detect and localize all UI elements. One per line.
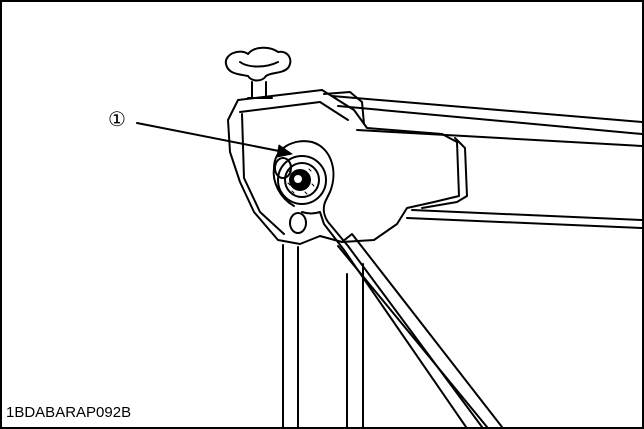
ring-spanner (272, 140, 503, 427)
knob (224, 46, 292, 99)
bracket-plate (227, 89, 460, 245)
callout-number-1: ① (108, 107, 126, 131)
horizontal-arm (323, 91, 642, 229)
callout-arrow (136, 122, 293, 158)
nut-bolt (277, 155, 327, 205)
vertical-frame-posts (282, 244, 364, 427)
figure-code-label: 1BDABARAP092B (6, 404, 134, 422)
